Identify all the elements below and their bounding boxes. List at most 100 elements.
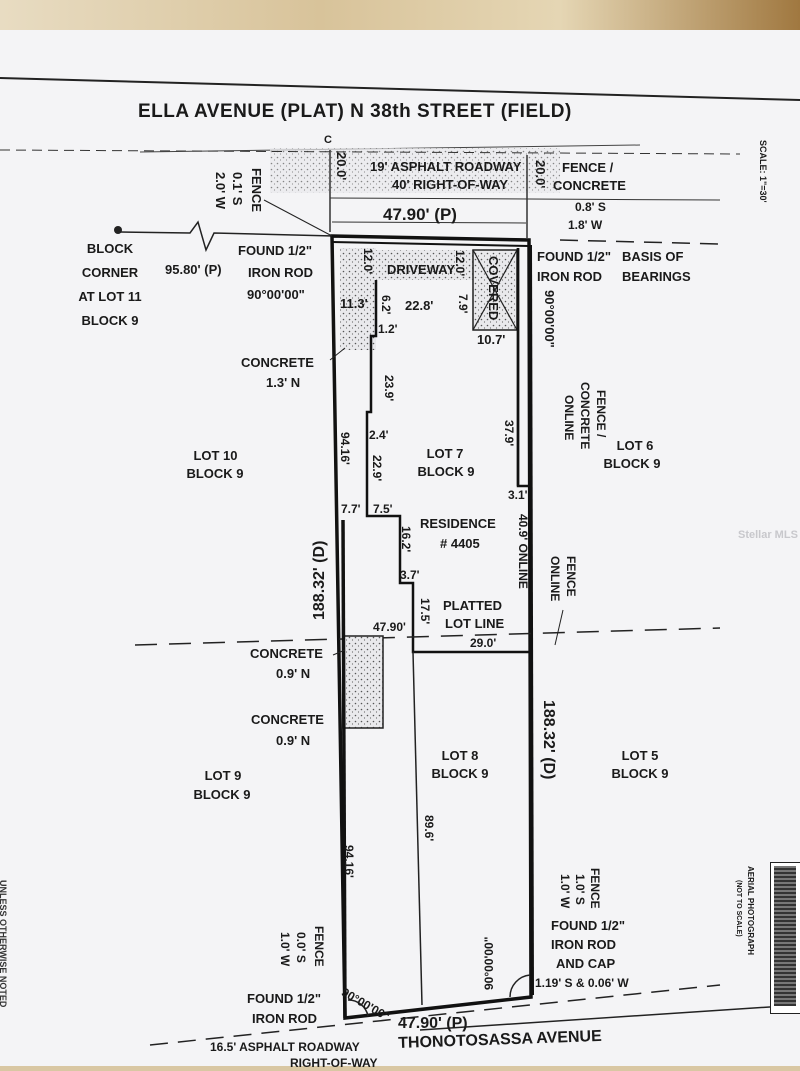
fence-topleft-label: FENCE [249,168,264,213]
lot7-lot: LOT 7 [426,446,464,461]
fence-topleft-s: 0.1' S [230,172,245,206]
driveway-dim-b: 12.0' [453,250,467,277]
platted-l1: PLATTED [443,598,502,613]
angle-arc-br [509,974,531,998]
dim-20-left-label: 20.0' [334,152,349,181]
fence-bottomleft-s: 0.0' S [294,932,308,963]
found-bottomleft-l1: FOUND 1/2" [247,991,322,1006]
res-dim-d2: 2.4' [369,428,389,442]
found-topleft-l2: IRON ROD [248,265,313,280]
fence-line-right [530,244,534,996]
res-dim-d7: 3.7' [400,568,420,582]
driveway-stipple-a [340,248,376,350]
block-corner-line2: CORNER [81,265,139,280]
concrete-mid2-offset: 0.9' N [276,733,311,748]
found-bottomright-offset: 1.19' S & 0.06' W [535,976,629,990]
bottom-asphalt: 16.5' ASPHALT ROADWAY [210,1040,360,1054]
tie-line [119,220,335,253]
lot9-block: BLOCK 9 [193,787,251,802]
fence-topright-w: 1.8' W [568,218,603,232]
found-bottomleft-l2: IRON ROD [252,1011,317,1026]
fence-bottomleft-w: 1.0' W [278,932,292,967]
dim-20-right-label: 20.0' [533,160,548,189]
driveway-dim-e: 7.9' [456,294,470,314]
dim-right-total: 188.32' (D) [540,700,557,780]
res-dim-d5: 7.5' [373,502,393,516]
driveway-dim-c: 6.2' [379,295,393,315]
concrete-mid1-label: CONCRETE [250,646,323,661]
fence-topright-l2: CONCRETE [553,178,626,193]
centerline-mark: C [324,134,332,146]
driveway-dim-a: 12.0' [361,248,375,275]
block-corner-point [114,226,122,234]
lot9-lot: LOT 9 [204,768,242,783]
block-corner-line1: BLOCK [86,241,134,256]
fence-topright-l1: FENCE / [562,160,614,175]
driveway-label: DRIVEWAY [387,262,456,277]
concrete-pad-mid [342,635,384,729]
dim-left-lower: 94.16' [342,845,356,878]
scale-note: SCALE: 1"=30' [758,140,768,203]
frontage-dim-line [331,221,527,224]
top-row-label: 40' RIGHT-OF-WAY [392,177,509,192]
lot10-block: BLOCK 9 [186,466,244,481]
platted-lot-line [134,627,721,646]
found-topleft-angle: 90°00'00" [247,287,305,302]
leader-fence-topleft [263,199,333,237]
platted-l2: LOT LINE [445,616,505,631]
top-row-line [329,197,721,201]
dim-left-upper: 94.16' [338,432,352,465]
fence-topleft-w: 2.0' W [213,172,228,210]
fence-bottomright-s: 1.0' S [573,874,587,905]
fence-online-l2: ONLINE [548,556,562,602]
platted-width: 47.90' [373,620,406,634]
mls-watermark: Stellar MLS [738,529,798,541]
bearings-l1: BASIS OF [622,249,684,264]
angle-arc-bl [347,999,369,1017]
covered-x2 [472,249,518,331]
lower-left-boundary [341,519,347,1019]
covered-label: COVERED [486,256,501,321]
lot5-block: BLOCK 9 [611,766,669,781]
res-dim-d10: 3.1' [508,488,528,502]
block-corner-distance: 95.80' (P) [165,262,222,277]
block-corner-line4: BLOCK 9 [81,313,139,328]
aerial-photo-inset [770,862,800,1014]
bottom-dash-line [149,984,721,1046]
bottom-road-edge [419,1004,800,1031]
found-topright-l2: IRON ROD [537,269,602,284]
concrete-top-label: CONCRETE [241,355,314,370]
found-topright-l1: FOUND 1/2" [537,249,612,264]
lot5-lot: LOT 5 [621,748,659,763]
driveway-length: 22.8' [405,298,434,313]
covered-width: 10.7' [477,332,506,347]
res-dim-d11: 40.9' ONLINE [516,514,530,589]
concrete-mid1-offset: 0.9' N [276,666,311,681]
fence-online-l1: FENCE [564,556,578,597]
fence-bottomright-w: 1.0' W [558,874,572,909]
bearings-l2: BEARINGS [622,269,691,284]
lot10-lot: LOT 10 [193,448,238,463]
top-asphalt-label: 19' ASPHALT ROADWAY [370,159,522,174]
lot6-block: BLOCK 9 [603,456,661,471]
lot8-lot: LOT 8 [441,748,479,763]
leader-fence-online [554,609,564,646]
lot8-block: BLOCK 9 [431,766,489,781]
road-centerline [0,149,741,155]
concrete-mid2-label: CONCRETE [251,712,324,727]
concrete-top-offset: 1.3' N [266,375,301,390]
lot6-lot: LOT 6 [616,438,654,453]
found-topright-angle: 90°00'00" [542,290,557,348]
res-dim-d6: 16.2' [399,526,413,553]
res-dim-d8: 17.5' [418,598,432,625]
bottom-row: RIGHT-OF-WAY [290,1056,378,1070]
driveway-dim-d: 1.2' [378,322,398,336]
res-dim-d1: 23.9' [382,375,396,402]
fence-bottomright-label: FENCE [588,868,602,909]
top-frontage: 47.90' (P) [383,205,457,224]
margin-note: UNLESS OTHERWISE NOTED [0,880,8,1008]
aerial-sub: (NOT TO SCALE) [735,880,742,937]
fence-right-l2: CONCRETE [578,382,592,450]
found-bottomright-l3: AND CAP [556,956,616,971]
